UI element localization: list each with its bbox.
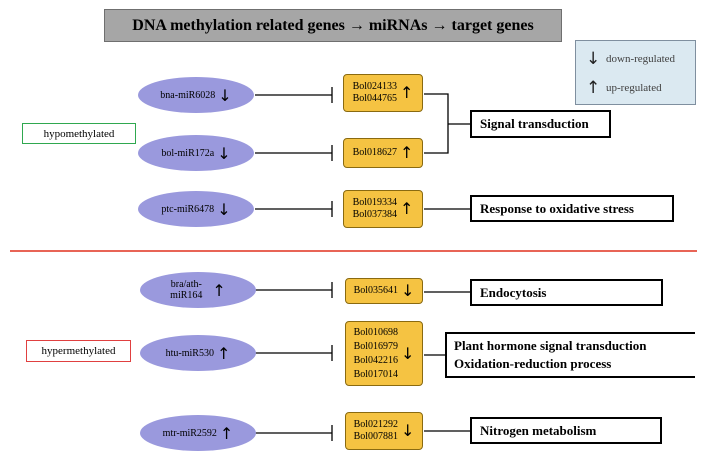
- function-line: Oxidation-reduction process: [454, 356, 612, 371]
- function-nitrogen-metabolism: Nitrogen metabolism: [470, 417, 662, 444]
- up-arrow-icon: ↑: [219, 423, 234, 443]
- mirna-node: bra/ath- miR164 ↑: [140, 272, 256, 308]
- legend-down-row: ↓ down-regulated: [586, 49, 675, 69]
- down-arrow-icon: ↓: [217, 199, 231, 219]
- down-arrow-icon: ↓: [401, 421, 415, 440]
- legend-box: ↓ down-regulated ↑ up-regulated: [575, 40, 696, 105]
- mirna-node: ptc-miR6478 ↓: [138, 191, 254, 227]
- legend-down-label: down-regulated: [606, 53, 676, 65]
- hypermethylated-label: hypermethylated: [26, 340, 131, 362]
- bracket-signal: [424, 93, 449, 154]
- mirna-node: bna-miR6028 ↓: [138, 77, 254, 113]
- mirna-node: mtr-miR2592 ↑: [140, 415, 256, 451]
- mirna-label: ptc-miR6478: [161, 203, 215, 215]
- gene-box: Bol018627 ↑: [343, 138, 423, 168]
- gene-id: Bol021292: [353, 419, 399, 430]
- gene-box: Bol019334 Bol037384 ↑: [343, 190, 423, 228]
- legend-up-row: ↑ up-regulated: [586, 78, 662, 98]
- gene-box: Bol024133 Bol044765 ↑: [343, 74, 423, 112]
- gene-box: Bol035641 ↓: [345, 278, 423, 304]
- mirna-label: mtr-miR2592: [162, 427, 217, 439]
- up-arrow-icon: ↑: [400, 143, 414, 162]
- mirna-label: htu-miR530: [165, 347, 214, 359]
- gene-id: Bol019334: [352, 197, 398, 208]
- function-endocytosis: Endocytosis: [470, 279, 663, 306]
- gene-id: Bol024133: [352, 81, 398, 92]
- gene-box: Bol021292 Bol007881 ↓: [345, 412, 423, 450]
- diagram-title: DNA methylation related genes → miRNAs →…: [104, 9, 562, 42]
- down-arrow-icon: ↓: [401, 343, 415, 363]
- mirna-label: bol-miR172a: [161, 147, 215, 159]
- mirna-label-line2: miR164: [170, 290, 203, 301]
- mirna-label-line1: bra/ath-: [170, 279, 202, 290]
- hypomethylated-label: hypomethylated: [22, 123, 136, 144]
- function-oxidative-stress: Response to oxidative stress: [470, 195, 674, 222]
- up-arrow-icon: ↑: [586, 78, 601, 98]
- up-arrow-icon: ↑: [400, 83, 414, 102]
- up-arrow-icon: ↑: [400, 199, 414, 218]
- gene-id: Bol017014: [353, 368, 399, 380]
- gene-id: Bol018627: [352, 147, 398, 158]
- down-arrow-icon: ↓: [586, 49, 601, 69]
- gene-box: Bol010698 Bol016979 Bol042216 Bol017014 …: [345, 321, 423, 386]
- up-arrow-icon: ↑: [212, 280, 226, 300]
- down-arrow-icon: ↓: [218, 85, 232, 105]
- legend-up-label: up-regulated: [606, 82, 662, 94]
- gene-id: Bol035641: [353, 285, 399, 296]
- function-signal-transduction: Signal transduction: [470, 110, 611, 138]
- gene-id: Bol044765: [352, 93, 398, 104]
- down-arrow-icon: ↓: [217, 143, 231, 163]
- gene-id: Bol042216: [353, 354, 399, 366]
- mirna-node: bol-miR172a ↓: [138, 135, 254, 171]
- gene-id: Bol007881: [353, 431, 399, 442]
- mirna-node: htu-miR530 ↑: [140, 335, 256, 371]
- function-line: Plant hormone signal transduction: [454, 338, 647, 353]
- gene-id: Bol016979: [353, 340, 399, 352]
- mirna-label: bra/ath- miR164: [170, 279, 202, 301]
- gene-id: Bol037384: [352, 209, 398, 220]
- mirna-label: bna-miR6028: [160, 89, 216, 101]
- down-arrow-icon: ↓: [401, 281, 415, 300]
- up-arrow-icon: ↑: [216, 343, 231, 363]
- function-hormone-oxidation: Plant hormone signal transduction Oxidat…: [445, 332, 695, 378]
- gene-id: Bol010698: [353, 326, 399, 338]
